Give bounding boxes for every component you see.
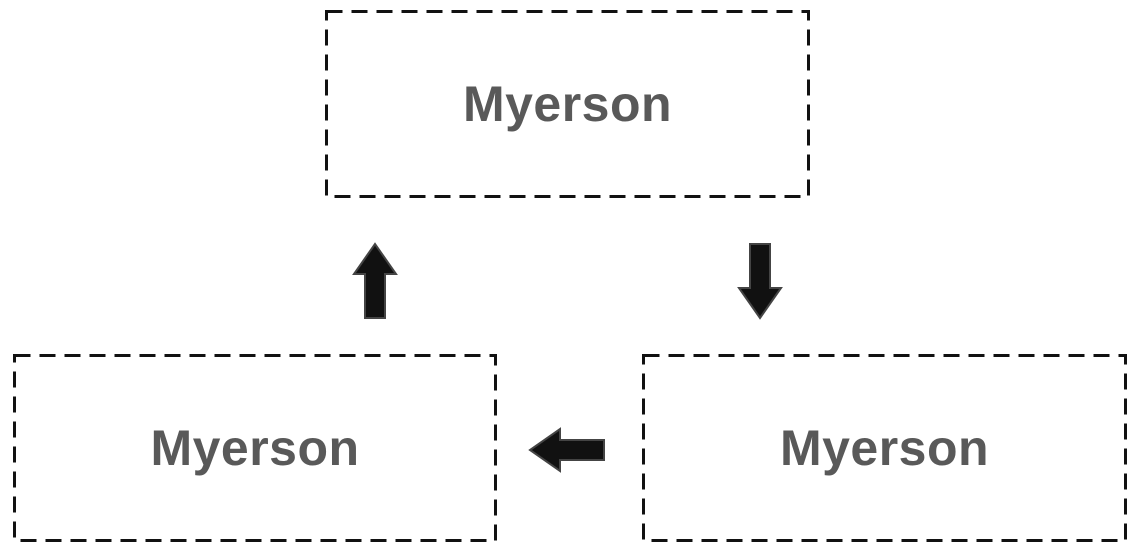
- node-bottom-left-label: Myerson: [150, 420, 360, 476]
- node-bottom-left-dashed-border: [13, 354, 497, 542]
- arrow-up-icon: [352, 242, 398, 319]
- node-bottom-left: Myerson: [13, 354, 497, 542]
- node-bottom-right: Myerson: [642, 354, 1127, 542]
- node-top: Myerson: [325, 10, 810, 198]
- node-top-dashed-border: [325, 10, 810, 198]
- node-top-label: Myerson: [462, 76, 673, 132]
- node-bottom-right-label: Myerson: [779, 420, 990, 476]
- arrow-down-icon: [737, 243, 783, 320]
- arrow-left-icon: [528, 427, 605, 473]
- node-bottom-right-dashed-border: [642, 354, 1127, 542]
